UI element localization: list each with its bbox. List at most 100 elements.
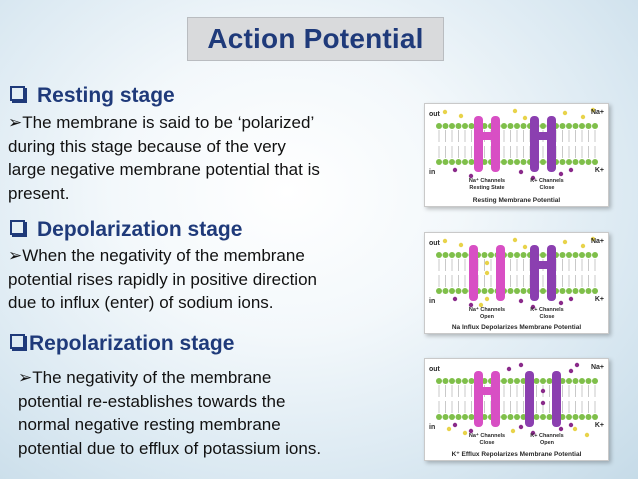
na-ion	[458, 113, 464, 119]
checkbox-bullet-icon	[10, 86, 25, 101]
lipid-head	[592, 159, 598, 165]
lipid-head	[462, 252, 468, 258]
na-ion	[510, 428, 516, 434]
na-ion	[484, 296, 490, 302]
lipid-head	[585, 159, 592, 165]
lipid-head	[449, 378, 455, 384]
lipid-head	[566, 123, 572, 129]
lipid-head	[462, 123, 468, 129]
k-channel-state: Close	[540, 314, 555, 320]
resting-line-3: large negative membrane potential that i…	[8, 160, 320, 179]
na-ion	[442, 238, 448, 244]
lipid-head	[566, 159, 572, 165]
lipid-head	[566, 414, 572, 420]
lipid-head	[455, 159, 462, 165]
lipid-head	[514, 414, 520, 420]
lipid-head	[436, 123, 442, 129]
k-channel-gate	[537, 132, 549, 140]
repolarization-line-4: potential due to efflux of potassium ion…	[18, 438, 322, 458]
label-in: in	[429, 169, 435, 176]
figure-caption: Resting Membrane Potential	[473, 197, 561, 204]
lipid-head	[514, 378, 520, 384]
lipid-head	[585, 414, 592, 420]
lipid-head	[442, 414, 449, 420]
lipid-head	[455, 288, 462, 294]
lipid-head	[514, 123, 520, 129]
lipid-head	[468, 123, 475, 129]
label-out: out	[429, 111, 441, 118]
k-ion	[506, 366, 512, 372]
lipid-head	[592, 288, 598, 294]
lipid-head	[572, 414, 579, 420]
k-channel-label: K+ Channels	[530, 433, 563, 439]
lipid-head	[572, 378, 579, 384]
lipid-head	[585, 252, 592, 258]
heading-depolarization: Depolarization stage	[10, 218, 242, 242]
na-channel-right	[491, 116, 500, 172]
title-box: Action Potential	[187, 17, 444, 61]
na-channel	[469, 245, 505, 301]
lipid-head	[507, 252, 514, 258]
k-ion	[452, 422, 458, 428]
repolarization-line-2: potential re-establishes towards the	[18, 391, 286, 411]
heading-repolarization-label: Repolarization stage	[29, 332, 235, 355]
k-ion	[540, 400, 546, 406]
k-ion	[468, 173, 474, 179]
lipid-head	[442, 378, 449, 384]
k-channel	[525, 371, 561, 427]
na-channel-label: Na⁺ Channels	[469, 432, 505, 439]
k-channel-state: Close	[540, 185, 555, 191]
k-channel-gate	[537, 261, 549, 269]
lipid-head	[501, 123, 507, 129]
lipid-head	[566, 378, 572, 384]
lipid-head	[462, 288, 468, 294]
lipid-head	[540, 159, 546, 165]
label-out: out	[429, 366, 441, 373]
na-channel	[474, 116, 500, 172]
heading-resting: Resting stage	[10, 84, 175, 108]
repolarization-text: ➢The negativity of the membrane potentia…	[18, 366, 413, 460]
lipid-head	[533, 378, 540, 384]
lipid-head	[436, 159, 442, 165]
na-ion	[590, 236, 596, 242]
k-ion	[558, 300, 564, 306]
lipid-head	[507, 288, 514, 294]
k-ion	[574, 362, 580, 368]
na-channel-left	[474, 371, 483, 427]
lipid-head	[546, 378, 553, 384]
na-channel-state: Open	[480, 314, 495, 320]
depolarization-line-1: When the negativity of the membrane	[22, 246, 305, 265]
lipid-head	[540, 414, 546, 420]
lipid-head	[462, 159, 468, 165]
lipid-head	[546, 414, 553, 420]
lipid-head	[579, 378, 585, 384]
lipid-head	[462, 378, 468, 384]
na-ion	[484, 260, 490, 266]
figure-caption: Na Influx Depolarizes Membrane Potential	[452, 324, 582, 331]
lipid-head	[592, 414, 598, 420]
lipid-head	[520, 123, 527, 129]
na-channel	[474, 371, 500, 427]
lipid-head	[449, 414, 455, 420]
arrow-bullet-icon: ➢	[8, 113, 23, 132]
lipid-head	[436, 288, 442, 294]
label-na-plus: Na+	[591, 109, 604, 116]
na-ion	[442, 109, 448, 115]
lipid-head	[442, 252, 449, 258]
depolarization-text: ➢When the negativity of the membrane pot…	[8, 244, 403, 315]
lipid-head	[436, 252, 442, 258]
na-ion	[512, 237, 518, 243]
lipid-head	[540, 288, 546, 294]
k-channel-label: K+ Channels	[530, 307, 563, 313]
k-ion	[468, 428, 474, 434]
lipid-head	[468, 159, 475, 165]
repolarization-line-3: normal negative resting membrane	[18, 415, 281, 434]
k-channel	[530, 116, 556, 172]
resting-line-4: present.	[8, 183, 70, 203]
k-ion	[452, 167, 458, 173]
na-ion	[584, 432, 590, 438]
lipid-head	[507, 414, 514, 420]
